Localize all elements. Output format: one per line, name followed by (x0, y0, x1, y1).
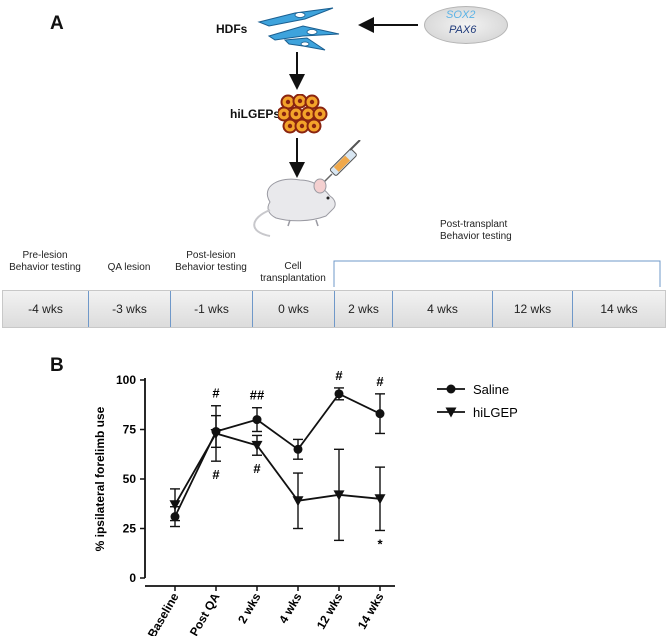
phase-pre-lesion: Pre-lesion Behavior testing (2, 250, 88, 274)
phase-post-transplant: Post-transplant Behavior testing (440, 219, 560, 243)
data-point-higlep (333, 490, 345, 501)
x-tick-label: Post QA (187, 590, 223, 636)
phase-post-transplant-line1: Post-transplant (440, 219, 508, 230)
y-tick-label: 25 (123, 522, 137, 536)
phase-qa-lesion: QA lesion (88, 262, 170, 274)
x-tick-label: 12 wks (314, 590, 346, 631)
significance-annotation: # (212, 467, 220, 482)
significance-annotation: # (376, 374, 384, 389)
hdfs-label: HDFs (216, 22, 248, 36)
significance-annotation: * (377, 536, 383, 551)
data-point-saline (293, 444, 303, 454)
significance-annotation: # (253, 461, 261, 476)
timeline-cell: 12 wks (493, 291, 573, 327)
phase-cell-transplantation: Cell transplantation (252, 261, 334, 285)
phase-cell-transplantation-line1: Cell (284, 261, 302, 272)
data-point-saline (334, 389, 344, 399)
fibroblast-cells-illustration (257, 7, 340, 51)
significance-annotation: ## (250, 388, 265, 403)
phase-post-lesion-line2: Behavior testing (175, 262, 247, 273)
data-point-saline (375, 409, 385, 419)
y-tick-label: 50 (123, 472, 137, 486)
x-tick-label: 4 wks (276, 590, 305, 626)
gene-sox2: SOX2 (446, 9, 475, 21)
phase-post-lesion: Post-lesion Behavior testing (170, 250, 252, 274)
legend-higlep-label: hiLGEP (473, 405, 518, 420)
gene-ellipse (424, 6, 508, 44)
phase-post-transplant-line2: Behavior testing (440, 231, 512, 242)
significance-annotation: # (212, 386, 220, 401)
timeline-cell: 2 wks (335, 291, 393, 327)
data-point-higlep (374, 494, 386, 505)
panel-a-label: A (50, 13, 64, 34)
panel-a-arrows (289, 17, 418, 178)
y-tick-label: 100 (116, 373, 136, 387)
y-tick-label: 75 (123, 423, 137, 437)
x-tick-label: 2 wks (235, 590, 264, 626)
mouse-icon (253, 178, 336, 237)
series-line-saline (174, 392, 381, 518)
phase-qa-lesion-line1: QA lesion (107, 262, 151, 273)
legend-saline-label: Saline (473, 382, 509, 397)
chart-legend: Saline hiLGEP (437, 382, 518, 420)
x-tick-label: Baseline (145, 590, 182, 636)
phase-pre-lesion-line1: Pre-lesion (22, 250, 68, 261)
phase-post-lesion-line1: Post-lesion (186, 250, 236, 261)
timeline-cell: 14 wks (600, 302, 638, 316)
data-point-higlep (210, 428, 222, 439)
fibroblast-cell (257, 7, 334, 27)
panel-b-label: B (50, 355, 64, 376)
timeline-bar: -4 wks -3 wks -1 wks 0 wks 2 wks 4 wks 1… (2, 290, 666, 328)
data-point-higlep (292, 496, 304, 507)
syringe-icon (317, 140, 361, 189)
post-transplant-bracket (333, 260, 661, 287)
x-tick-label: 14 wks (355, 590, 387, 631)
fibroblast-cell (267, 25, 340, 41)
gene-sox2-text: SOX2 (446, 9, 476, 21)
data-point-higlep (251, 440, 263, 451)
timeline-cell: -4 wks (3, 291, 89, 327)
timeline-cell: 4 wks (393, 291, 493, 327)
chart-marks: #######* (169, 368, 386, 551)
y-axis-label: % ipsilateral forelimb use (93, 406, 107, 551)
y-tick-label: 0 (129, 571, 136, 585)
significance-annotation: # (335, 368, 343, 383)
timeline-cell: -1 wks (171, 291, 253, 327)
mouse-syringe-illustration (253, 140, 361, 237)
higlep-cluster-illustration (278, 94, 328, 134)
timeline-cell: 0 wks (253, 291, 335, 327)
gene-pax6-text: PAX6 (449, 24, 477, 36)
gene-pax6: PAX6 (449, 24, 476, 36)
phase-cell-transplantation-line2: transplantation (260, 273, 326, 284)
legend-saline-marker (446, 384, 456, 394)
legend-higlep-marker (445, 407, 457, 418)
data-point-higlep (169, 500, 181, 511)
data-point-saline (252, 415, 262, 425)
fibroblast-cell (283, 37, 326, 51)
phase-pre-lesion-line2: Behavior testing (9, 262, 81, 273)
series-line-hilgep (174, 432, 381, 506)
timeline-cell: -3 wks (89, 291, 171, 327)
higleps-label: hiLGEPs (230, 107, 281, 121)
